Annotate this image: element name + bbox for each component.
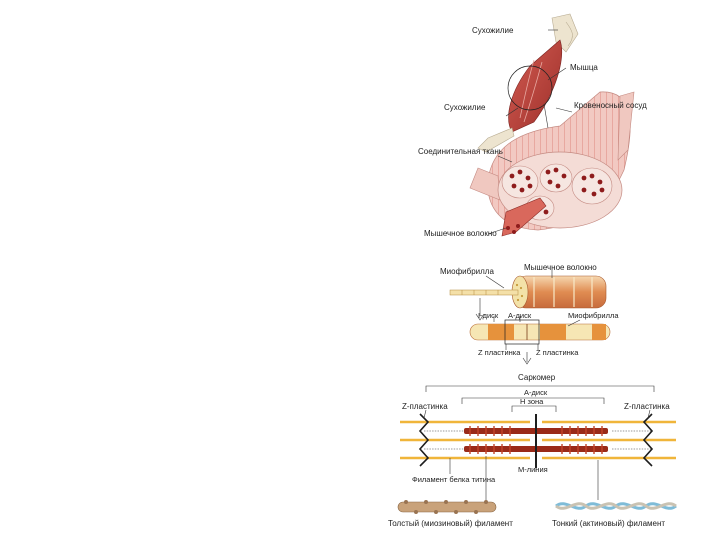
label-a-disc: A-диск (524, 388, 548, 397)
sarcomere-drawing (400, 413, 676, 468)
leader-lines-top (487, 29, 573, 235)
label-z-plate-left: Z-пластинка (402, 402, 448, 411)
label-tendon-bottom: Сухожилие (444, 103, 486, 112)
label-z-plate-1: Z пластинка (478, 348, 521, 357)
label-h-zone: H зона (520, 397, 544, 406)
labels-top: Сухожилие Мышца Сухожилие Кровеносный со… (418, 26, 647, 238)
label-thin-filament: Тонкий (актиновый) филамент (552, 519, 665, 528)
label-a-disc-small: A-диск (508, 311, 532, 320)
label-connective-tissue: Соединительная ткань (418, 147, 503, 156)
label-z-plate-2: Z пластинка (536, 348, 579, 357)
label-myofibril-right: Миофибрилла (568, 311, 619, 320)
thin-filament-closeup (555, 502, 677, 510)
label-tendon-top: Сухожилие (472, 26, 514, 35)
label-thick-filament: Толстый (миозиновый) филамент (388, 519, 513, 528)
label-myofibril-left: Миофибрилла (440, 267, 494, 276)
labels-filaments: Толстый (миозиновый) филамент Тонкий (ак… (388, 519, 665, 528)
magnifier-circle (507, 65, 553, 111)
labels-middle: Миофибрилла Мышечное волокно I-диск A-ди… (440, 263, 619, 357)
label-blood-vessel: Кровеносный сосуд (574, 101, 647, 110)
z-plate-left-shape (418, 413, 430, 467)
label-muscle-fiber-lower: Мышечное волокно (424, 229, 497, 238)
sarcomere-brackets (425, 385, 655, 412)
muscle-cross-section (469, 91, 635, 237)
myofibril-strand (449, 289, 519, 296)
thick-filament-closeup (397, 500, 497, 514)
label-titin: Филамент белка титина (412, 475, 496, 484)
label-muscle-fiber-upper: Мышечное волокно (524, 263, 597, 272)
myofibril-detail (469, 319, 611, 345)
label-blood-vessel-text: Кровеносный сосуд (574, 101, 647, 110)
muscle-fiber-section (449, 275, 607, 309)
z-plate-right-shape (642, 413, 654, 467)
label-m-line: M-линия (518, 465, 548, 474)
labels-bottom: Саркомер A-диск H зона Z-пластинка Z-пла… (402, 373, 670, 484)
label-sarcomere: Саркомер (518, 373, 556, 382)
label-muscle: Мышца (570, 63, 598, 72)
sarcomere-frame (504, 319, 540, 345)
arm-illustration (477, 13, 579, 153)
leader-lines-middle (475, 270, 581, 365)
label-i-disc: I-диск (478, 311, 499, 320)
extracted-fascicle (501, 197, 547, 237)
label-z-plate-right: Z-пластинка (624, 402, 670, 411)
leader-lines-bottom (423, 409, 651, 500)
